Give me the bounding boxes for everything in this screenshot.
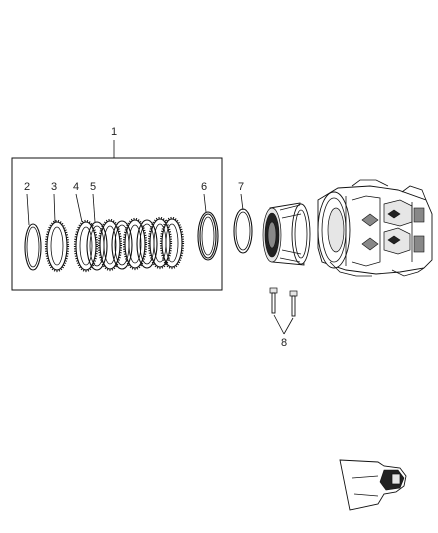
leader-3 (53, 193, 56, 223)
bolts-part-8 (269, 287, 298, 317)
callout-2: 2 (24, 181, 30, 193)
callout-7: 7 (238, 181, 244, 193)
callout-5: 5 (90, 181, 96, 193)
clutch-plate (159, 216, 185, 270)
leader-2 (26, 193, 30, 226)
callout-4: 4 (73, 181, 79, 193)
apply-ring-part-6 (197, 211, 219, 261)
clutch-plates-parts-4-5 (73, 216, 185, 273)
ring-part-7 (233, 208, 253, 254)
leader-4 (75, 193, 83, 223)
snap-ring-part-2 (24, 223, 42, 271)
callout-8: 8 (281, 337, 287, 349)
clutch-plate (73, 219, 99, 273)
clutch-plate (97, 218, 123, 272)
clutch-plate (122, 217, 148, 271)
leader-6 (203, 193, 207, 213)
bolt (269, 287, 278, 314)
transmission-case (317, 179, 433, 277)
leader-7 (240, 193, 244, 211)
clutch-drum (262, 202, 311, 266)
vehicle-locator-thumbnail (339, 459, 407, 511)
leader-8b (283, 317, 294, 335)
callout-3: 3 (51, 181, 57, 193)
leader-5 (92, 193, 96, 223)
clutch-plate (147, 216, 173, 270)
bolt (289, 290, 298, 317)
leader-8a (273, 314, 285, 335)
callout-6: 6 (201, 181, 207, 193)
callout-1: 1 (111, 126, 117, 138)
pressure-plate-part-3 (44, 219, 70, 273)
clutch-pack-frame (11, 157, 223, 291)
